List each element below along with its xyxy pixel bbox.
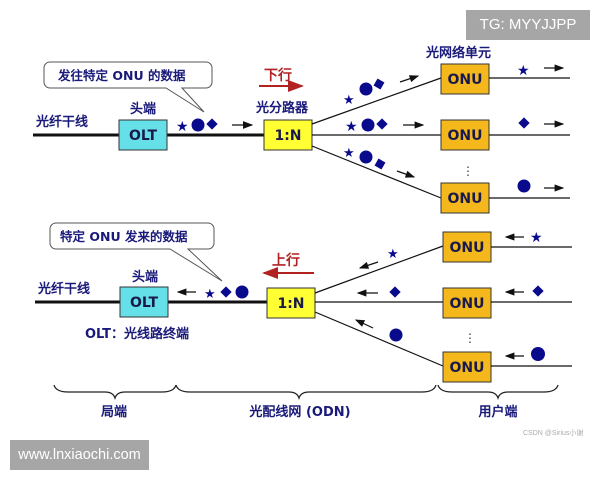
star-icon: ★ — [176, 119, 189, 135]
circle-icon — [235, 285, 249, 299]
downstream-section: 发往特定 ONU 的数据 光纤干线 头端 OLT ★ 下行 光分路器 1:N ★… — [33, 45, 570, 214]
circle-icon — [191, 118, 205, 132]
diamond-icon — [376, 118, 388, 130]
ellipsis-icon: ⋮ — [464, 331, 476, 345]
arrow-right-icon — [396, 170, 416, 178]
diamond-icon — [373, 78, 385, 90]
upstream-branch-1 — [314, 245, 444, 294]
downstream-trunk-label: 光纤干线 — [35, 114, 88, 130]
upstream-onu-3: ONU — [442, 351, 492, 383]
downstream-splitter-box — [263, 119, 313, 151]
circle-icon — [517, 179, 531, 193]
star-icon: ★ — [345, 119, 358, 135]
downstream-onu-title: 光网络单元 — [425, 45, 491, 61]
star-icon: ★ — [387, 247, 399, 262]
star-icon: ★ — [204, 287, 216, 302]
downstream-callout-text: 发往特定 ONU 的数据 — [57, 68, 186, 83]
downstream-callout: 发往特定 ONU 的数据 — [43, 61, 213, 113]
downstream-splitter-label: 1:N — [274, 128, 301, 144]
diamond-icon — [532, 285, 544, 297]
downstream-direction-label: 下行 — [264, 67, 292, 84]
brace-odn — [175, 384, 437, 401]
section-label-odn: 光配线网 (ODN) — [248, 404, 350, 420]
section-label-user: 用户端 — [477, 404, 517, 420]
upstream-callout-text: 特定 ONU 发来的数据 — [60, 229, 188, 244]
upstream-trunk-label: 光纤干线 — [37, 281, 90, 297]
section-braces — [53, 384, 559, 401]
arrow-right-icon — [399, 75, 420, 83]
watermark-tg: TG: MYYJJPP — [466, 10, 590, 40]
onu-label: ONU — [450, 360, 485, 376]
onu-label: ONU — [450, 296, 485, 312]
upstream-splitter-label: 1:N — [277, 296, 304, 312]
diamond-icon — [389, 286, 401, 298]
section-label-office: 局端 — [101, 404, 127, 420]
brace-office-side — [53, 384, 177, 401]
onu-label: ONU — [448, 128, 483, 144]
upstream-splitter-box — [266, 287, 316, 319]
star-icon: ★ — [343, 93, 355, 108]
diamond-icon — [374, 158, 386, 170]
arrow-left-icon — [354, 319, 374, 329]
downstream-olt-box — [118, 119, 168, 151]
diamond-icon — [206, 118, 218, 130]
downstream-onu-3: ONU — [440, 182, 490, 214]
downstream-splitter-title: 光分路器 — [255, 100, 309, 116]
onu-label: ONU — [448, 72, 483, 88]
downstream-onu-1: ONU — [440, 63, 490, 95]
downstream-branch-3 — [311, 145, 442, 199]
star-icon: ★ — [517, 63, 530, 79]
upstream-olt-label: OLT — [130, 295, 159, 311]
diamond-icon — [518, 117, 530, 129]
upstream-callout: 特定 ONU 发来的数据 — [49, 222, 223, 282]
downstream-olt-label: OLT — [129, 128, 158, 144]
downstream-onu-2: ONU — [440, 119, 490, 151]
onu-label: ONU — [450, 240, 485, 256]
circle-icon — [359, 82, 373, 96]
upstream-onu-2: ONU — [442, 287, 492, 319]
upstream-head-label: 头端 — [132, 269, 158, 285]
ellipsis-icon: ⋮ — [462, 164, 474, 178]
circle-icon — [361, 118, 375, 132]
diamond-icon — [220, 286, 232, 298]
upstream-olt-box — [119, 286, 169, 318]
upstream-onu-1: ONU — [442, 231, 492, 263]
star-icon: ★ — [343, 146, 355, 161]
downstream-head-label: 头端 — [130, 101, 156, 117]
upstream-section: 特定 ONU 发来的数据 光纤干线 头端 OLT OLT：光线路终端 ★ 上行 … — [35, 222, 572, 383]
circle-icon — [359, 150, 373, 164]
watermark-csdn: CSDN @Sirius小谢 — [523, 430, 584, 437]
upstream-direction-label: 上行 — [272, 252, 300, 269]
olt-caption: OLT：光线路终端 — [85, 326, 189, 342]
onu-label: ONU — [448, 191, 483, 207]
watermark-url: www.lnxiaochi.com — [10, 440, 149, 470]
brace-user-side — [437, 384, 559, 401]
upstream-branch-3 — [314, 311, 444, 367]
star-icon: ★ — [530, 230, 543, 246]
circle-icon — [389, 328, 403, 342]
arrow-left-icon — [358, 261, 379, 269]
downstream-branch-1 — [311, 77, 442, 125]
circle-icon — [531, 347, 545, 361]
